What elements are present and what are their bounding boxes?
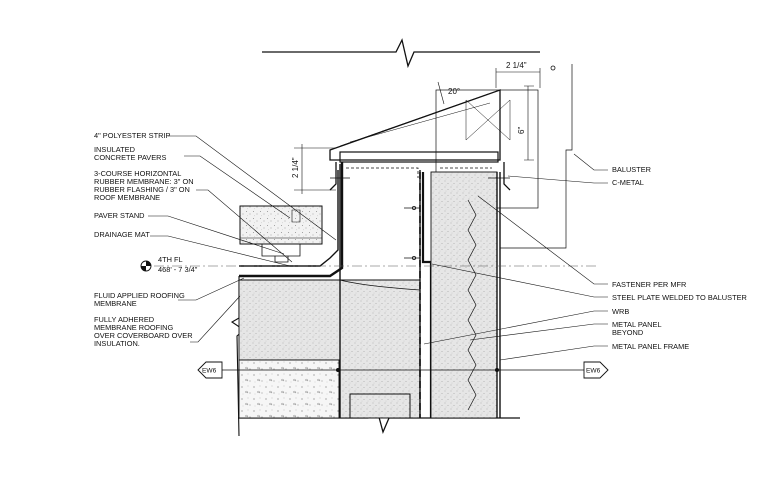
metal-panel-frame	[496, 172, 501, 418]
metal-panel-zone	[430, 171, 498, 419]
label-fastener: FASTENER PER MFR	[612, 280, 686, 289]
svg-text:EW6: EW6	[586, 368, 601, 375]
steel-plate	[421, 172, 433, 418]
beam-pocket	[349, 393, 411, 418]
label-baluster: BALUSTER	[612, 165, 651, 174]
floor-slab	[238, 359, 340, 419]
left-height-dim	[294, 144, 336, 194]
label-paver-stand: PAVER STAND	[94, 211, 145, 220]
sloped-cap	[329, 89, 501, 161]
paver-stand	[261, 244, 301, 263]
insulated-concrete-paver	[239, 205, 323, 245]
grid-bubble-left: EW6	[197, 361, 223, 379]
grid-node	[336, 368, 340, 372]
grid-node	[495, 368, 499, 372]
c-metal-inner	[346, 167, 492, 178]
slope-angle-text: 20°	[448, 87, 460, 96]
cap-hatch	[339, 93, 491, 147]
side-height-dim	[524, 85, 534, 161]
label-metal-panel-frame: METAL PANEL FRAME	[612, 342, 689, 351]
left-height-text: 2 1/4"	[291, 157, 300, 178]
roof-membrane	[239, 162, 344, 278]
level-name: 4TH FL	[158, 255, 183, 264]
label-polyester-strip: 4" POLYESTER STRIP	[94, 131, 170, 140]
label-insulated-pavers: INSULATED CONCRETE PAVERS	[94, 145, 166, 162]
level-marker	[140, 260, 152, 272]
c-metal	[339, 151, 499, 163]
svg-text:EW6: EW6	[202, 368, 217, 375]
label-c-metal: C-METAL	[612, 178, 644, 187]
top-width-text: 2 1/4"	[506, 61, 527, 70]
metal-panel-frame-zigzag	[467, 199, 477, 411]
top-width-dim	[495, 68, 541, 88]
label-3-course-membrane: 3-COURSE HORIZONTAL RUBBER MEMBRANE: 3" …	[94, 169, 196, 202]
label-drainage-mat: DRAINAGE MAT	[94, 230, 150, 239]
fastener-hole	[550, 65, 556, 71]
slab-top-curve	[339, 279, 421, 291]
right-leaders	[423, 153, 608, 361]
fasteners	[330, 177, 510, 260]
label-metal-panel-beyond: METAL PANEL BEYOND	[612, 320, 663, 337]
grid-bubble-right: EW6	[583, 361, 609, 379]
label-fully-adhered: FULLY ADHERED MEMBRANE ROOFING OVER COVE…	[94, 315, 195, 348]
side-height-text: 6"	[517, 127, 526, 134]
baluster-cross-bracing	[465, 99, 511, 141]
top-break-line	[262, 38, 540, 69]
label-steel-plate: STEEL PLATE WELDED TO BALUSTER	[612, 293, 747, 302]
baluster-outline	[500, 64, 573, 249]
slope-dim-line	[437, 81, 445, 105]
paver-hatch	[240, 209, 322, 239]
label-wrb: WRB	[612, 307, 629, 316]
c-metal-flange-left	[329, 162, 337, 191]
label-fluid-applied: FLUID APPLIED ROOFING MEMBRANE	[94, 291, 187, 308]
level-elevation: 468' - 7 3/4"	[158, 265, 198, 274]
c-metal-flange-right	[503, 162, 511, 191]
left-leaders	[148, 135, 337, 343]
